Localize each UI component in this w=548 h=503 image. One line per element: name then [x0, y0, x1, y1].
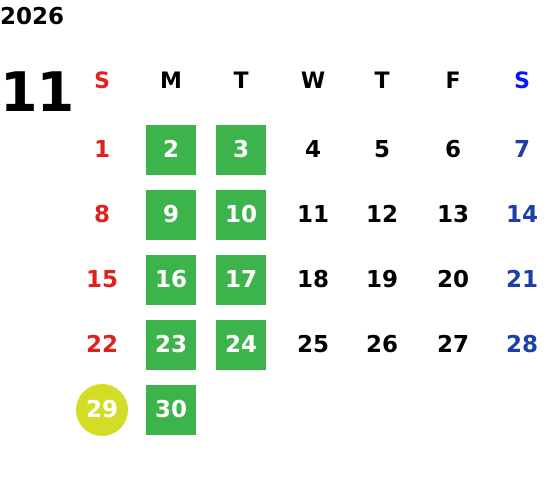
weekday-header: F [445, 68, 461, 94]
day-cell-highlighted[interactable]: 3 [216, 125, 266, 175]
day-cell-highlighted[interactable]: 2 [146, 125, 196, 175]
weekday-header: T [374, 68, 390, 94]
day-cell[interactable]: 1 [93, 137, 110, 163]
day-cell-highlighted[interactable]: 10 [216, 190, 266, 240]
day-cell-highlighted[interactable]: 16 [146, 255, 196, 305]
weekday-header: M [160, 68, 182, 94]
day-cell[interactable]: 11 [296, 202, 329, 228]
day-cell[interactable]: 27 [436, 332, 469, 358]
weekday-header: T [233, 68, 249, 94]
day-cell-highlighted[interactable]: 9 [146, 190, 196, 240]
day-cell-highlighted[interactable]: 24 [216, 320, 266, 370]
day-cell[interactable]: 14 [505, 202, 538, 228]
day-cell[interactable]: 13 [436, 202, 469, 228]
weekday-header: S [94, 68, 110, 94]
day-cell-highlighted[interactable]: 23 [146, 320, 196, 370]
day-cell[interactable]: 25 [296, 332, 329, 358]
day-cell[interactable]: 26 [365, 332, 398, 358]
day-cell[interactable]: 28 [505, 332, 538, 358]
day-cell[interactable]: 19 [365, 267, 398, 293]
day-cell[interactable]: 5 [373, 137, 390, 163]
day-cell[interactable]: 20 [436, 267, 469, 293]
day-cell[interactable]: 18 [296, 267, 329, 293]
day-cell[interactable]: 4 [304, 137, 321, 163]
day-cell[interactable]: 22 [85, 332, 118, 358]
weekday-header: W [300, 68, 326, 94]
day-cell[interactable]: 7 [513, 137, 530, 163]
day-cell[interactable]: 8 [93, 202, 110, 228]
year-label: 2026 [0, 4, 65, 30]
day-cell[interactable]: 21 [505, 267, 538, 293]
month-number: 11 [0, 61, 74, 124]
day-cell-highlighted[interactable]: 17 [216, 255, 266, 305]
day-cell[interactable]: 6 [444, 137, 461, 163]
day-cell-today[interactable]: 29 [76, 384, 128, 436]
day-cell-highlighted[interactable]: 30 [146, 385, 196, 435]
weekday-header: S [514, 68, 530, 94]
day-cell[interactable]: 15 [85, 267, 118, 293]
day-cell[interactable]: 12 [365, 202, 398, 228]
